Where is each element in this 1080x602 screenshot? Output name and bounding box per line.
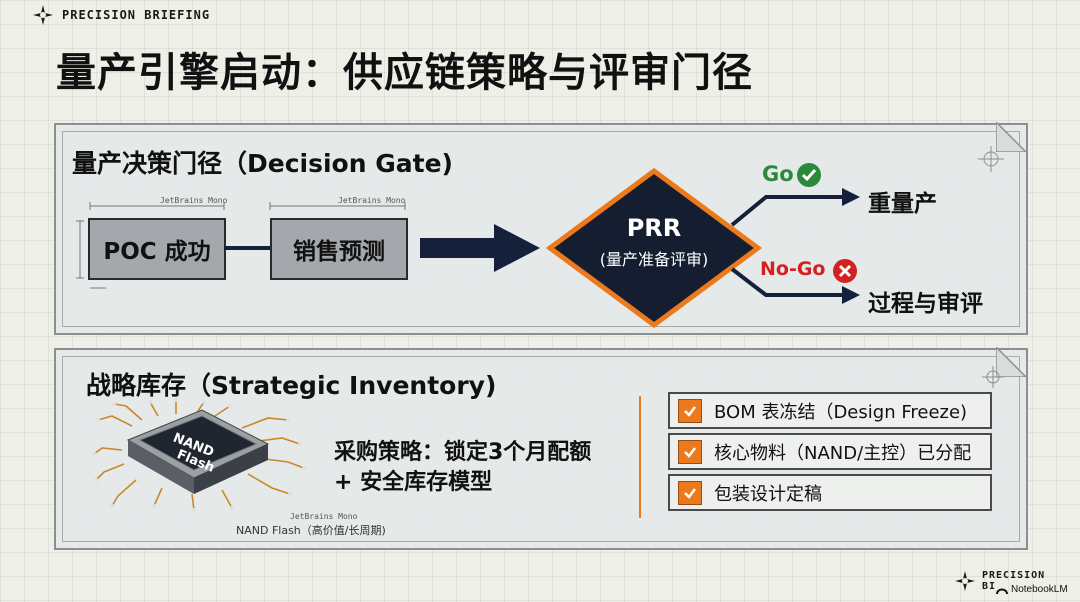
checklist-item-packaging-final[interactable]: 包装设计定稿 <box>668 474 992 511</box>
compass-logo-icon <box>954 570 976 592</box>
decision-gate-title: 量产决策门径（Decision Gate) <box>72 144 453 180</box>
crosshair-icon-2 <box>982 366 1004 388</box>
step-poc-label: POC 成功 <box>103 232 210 266</box>
nogo-label: No-Go <box>760 258 826 280</box>
brand-name: PRECISION BRIEFING <box>62 8 210 22</box>
arrow-right-icon <box>420 222 542 274</box>
procurement-strategy-line2: + 安全库存模型 <box>334 464 492 496</box>
check-circle-icon <box>796 162 822 188</box>
procurement-strategy-line1: 采购策略：锁定3个月配额 <box>334 434 591 466</box>
chip-caption: NAND Flash（高价值/长周期) <box>236 522 386 538</box>
nogo-result: 过程与审评 <box>868 284 983 318</box>
footer-brand-line1: PRECISION <box>982 570 1045 581</box>
checkbox-checked-icon[interactable] <box>678 481 702 505</box>
step-poc-success: POC 成功 <box>88 218 226 280</box>
checkbox-checked-icon[interactable] <box>678 440 702 464</box>
inventory-title: 战略库存（Strategic Inventory) <box>86 366 496 402</box>
page-title: 量产引擎启动：供应链策略与评审门径 <box>56 40 753 98</box>
notebooklm-logo-icon <box>996 585 1008 595</box>
checklist-item-material-allocated[interactable]: 核心物料（NAND/主控）已分配 <box>668 433 992 470</box>
step-sales-forecast: 销售预测 <box>270 218 408 280</box>
checklist-label: BOM 表冻结（Design Freeze) <box>714 398 967 424</box>
notebooklm-badge: NotebookLM <box>996 584 1068 595</box>
go-label: Go <box>762 162 794 186</box>
section-divider <box>639 396 641 518</box>
go-result: 重量产 <box>868 184 937 218</box>
branch-arrows <box>724 185 864 315</box>
x-circle-icon <box>832 258 858 284</box>
checklist-label: 包装设计定稿 <box>714 480 822 506</box>
compass-logo-icon <box>32 4 54 26</box>
checklist-item-bom-freeze[interactable]: BOM 表冻结（Design Freeze) <box>668 392 992 429</box>
checkbox-checked-icon[interactable] <box>678 399 702 423</box>
brand-header: PRECISION BRIEFING <box>32 4 210 26</box>
notebooklm-label: NotebookLM <box>1011 584 1068 595</box>
checklist-label: 核心物料（NAND/主控）已分配 <box>714 439 971 465</box>
step-sales-label: 销售预测 <box>293 232 385 266</box>
mono-caption-1: JetBrains Mono <box>160 196 227 205</box>
connector-line <box>224 245 272 251</box>
readiness-checklist: BOM 表冻结（Design Freeze) 核心物料（NAND/主控）已分配 … <box>668 392 992 515</box>
chip-mono-caption: JetBrains Mono <box>290 512 357 521</box>
crosshair-icon <box>978 146 1004 172</box>
mono-caption-2: JetBrains Mono <box>338 196 405 205</box>
